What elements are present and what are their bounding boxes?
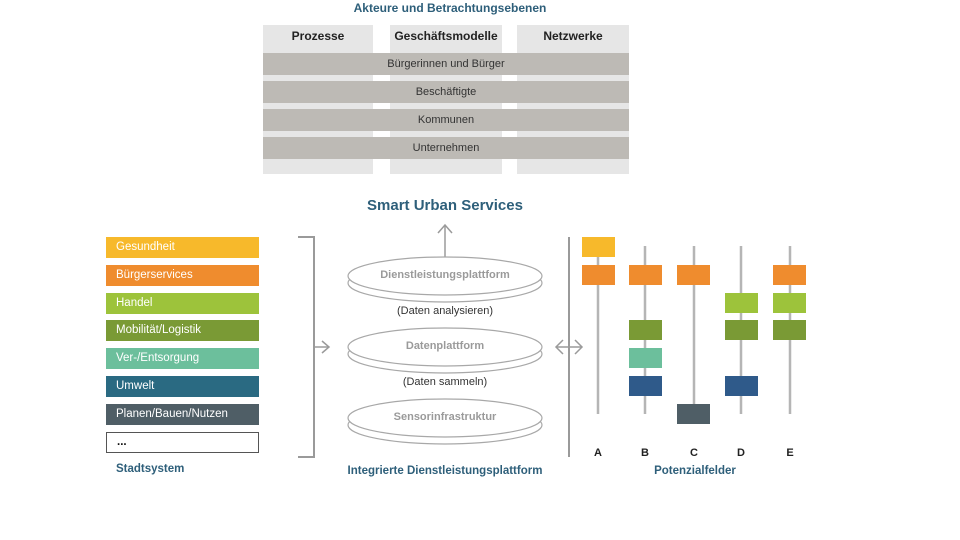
field-a-buergerservices xyxy=(582,265,615,285)
field-e-handel xyxy=(773,293,806,313)
potenzialfelder-caption: Potenzialfelder xyxy=(654,465,736,477)
field-letter-d: D xyxy=(737,447,745,459)
column-header: Geschäftsmodelle xyxy=(394,29,498,43)
disc-datenplattform xyxy=(347,327,543,374)
matrix-row xyxy=(263,109,629,131)
layer-label-datenplattform: Datenplattform xyxy=(405,340,485,352)
column-header: Netzwerke xyxy=(543,29,603,43)
city-item: Mobilität/Logistik xyxy=(106,320,259,341)
field-b-buergerservices xyxy=(629,265,662,285)
city-item: Bürgerservices xyxy=(106,265,259,286)
matrix-row xyxy=(263,81,629,103)
field-letter-e: E xyxy=(786,447,794,459)
field-letter-c: C xyxy=(690,447,698,459)
field-c-planen xyxy=(677,404,710,424)
arrow-up-head xyxy=(437,223,453,234)
row-label: Beschäftigte xyxy=(415,86,477,98)
layer-label-dienstleistungsplattform: Dienstleistungsplattform xyxy=(380,269,510,281)
actors-matrix: Prozesse Geschäftsmodelle Netzwerke Bürg… xyxy=(263,25,629,174)
city-item: Handel xyxy=(106,293,259,314)
row-label: Kommunen xyxy=(417,114,475,126)
field-b-umwelt xyxy=(629,376,662,396)
data-step-analysieren: (Daten analysieren) xyxy=(397,305,493,317)
city-item: Umwelt xyxy=(106,376,259,397)
city-item: Ver-/Entsorgung xyxy=(106,348,259,369)
double-arrow-right-head xyxy=(574,339,584,355)
data-step-sammeln: (Daten sammeln) xyxy=(402,376,488,388)
disc-sensorinfrastruktur xyxy=(347,398,543,445)
layer-label-sensorinfrastruktur: Sensorinfrastruktur xyxy=(393,411,497,423)
city-item: Planen/Bauen/Nutzen xyxy=(106,404,259,425)
field-d-umwelt xyxy=(725,376,758,396)
city-item: Gesundheit xyxy=(106,237,259,258)
city-item-more: ... xyxy=(106,432,259,453)
field-letter-a: A xyxy=(594,447,602,459)
field-e-buergerservices xyxy=(773,265,806,285)
field-b-mobilitaet xyxy=(629,320,662,340)
row-label: Bürgerinnen und Bürger xyxy=(387,58,505,70)
column-header: Prozesse xyxy=(291,29,345,43)
field-c-buergerservices xyxy=(677,265,710,285)
field-a-gesundheit xyxy=(582,237,615,257)
platform-caption: Integrierte Dienstleistungsplattform xyxy=(347,465,543,477)
row-label: Unternehmen xyxy=(412,142,480,154)
field-b-versorgung xyxy=(629,348,662,368)
field-d-handel xyxy=(725,293,758,313)
smart-urban-services-title: Smart Urban Services xyxy=(367,197,523,214)
field-d-mobilitaet xyxy=(725,320,758,340)
field-letter-b: B xyxy=(641,447,649,459)
double-arrow-left-head xyxy=(554,339,564,355)
stadtsystem-bracket xyxy=(298,236,315,458)
arrow-to-platform-head xyxy=(321,340,331,354)
matrix-title: Akteure und Betrachtungsebenen xyxy=(353,1,547,15)
stadtsystem-caption: Stadtsystem xyxy=(116,463,185,475)
matrix-row xyxy=(263,53,629,75)
matrix-row xyxy=(263,137,629,159)
disc-dienstleistungsplattform xyxy=(347,256,543,303)
field-e-mobilitaet xyxy=(773,320,806,340)
